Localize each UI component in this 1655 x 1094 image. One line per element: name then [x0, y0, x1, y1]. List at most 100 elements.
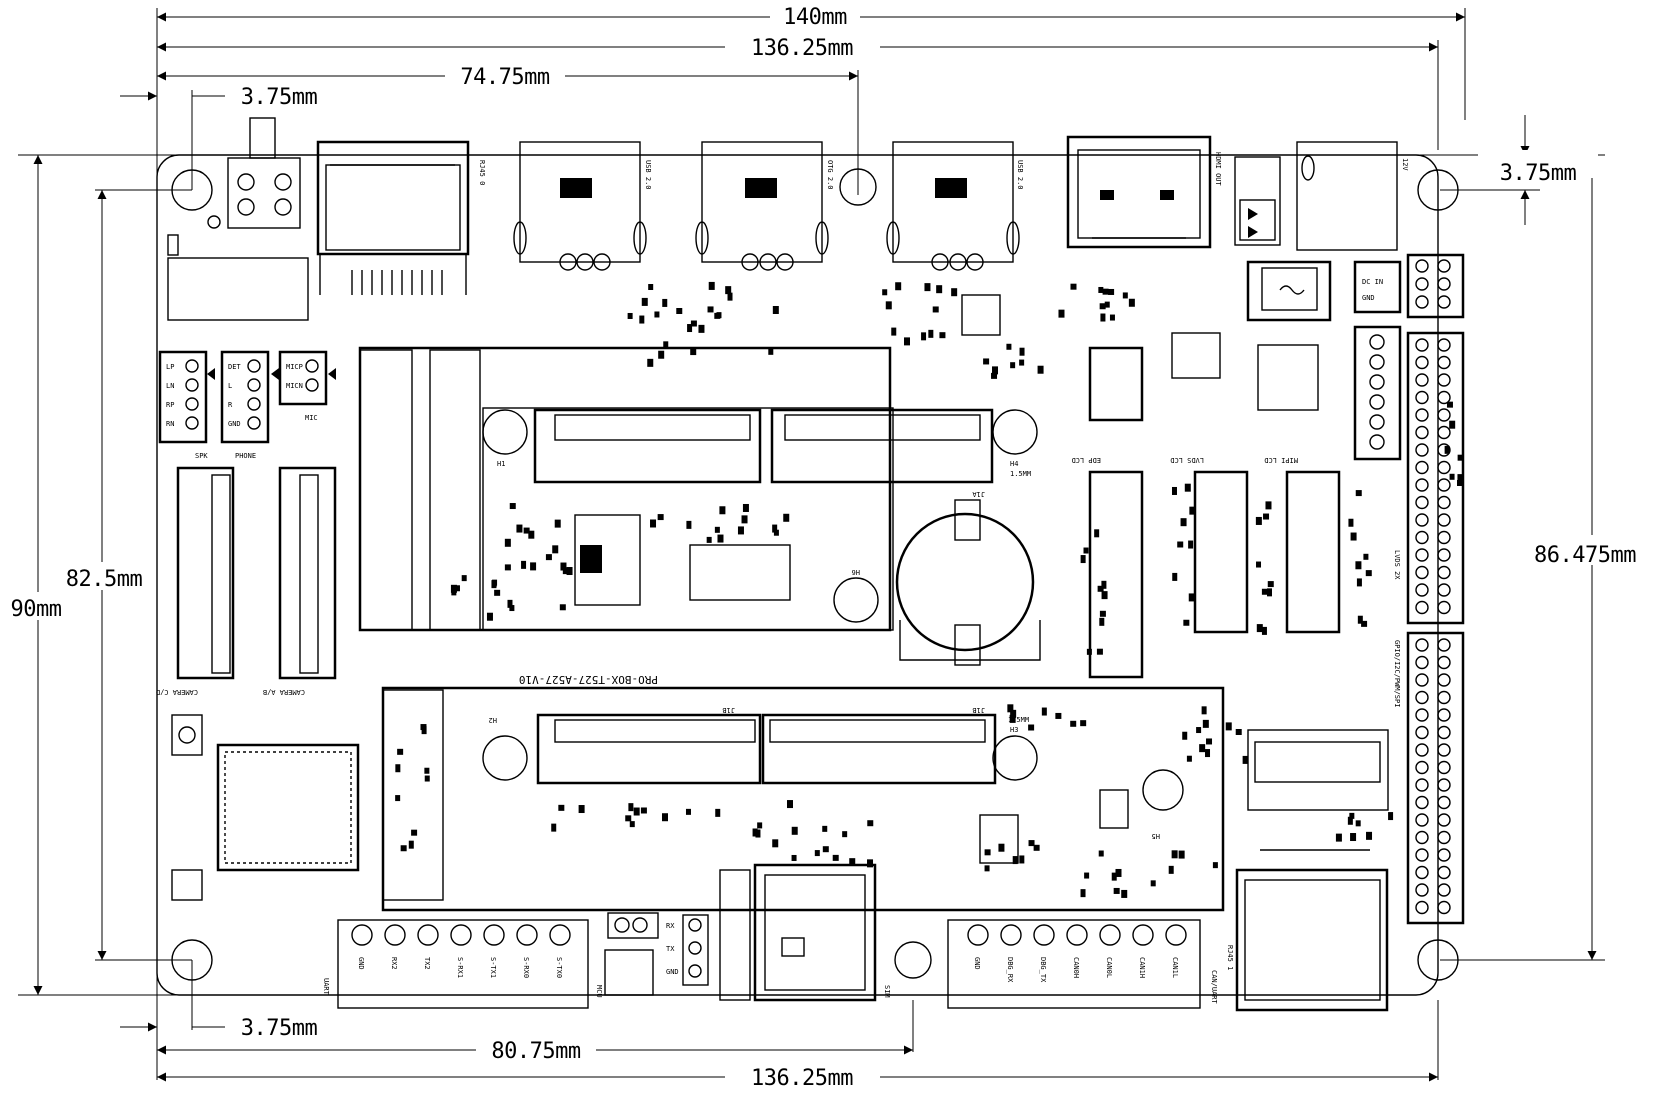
lcd-connectors: EDP LCD LVDS LCD MIPI LCD: [1071, 456, 1341, 679]
header-pin: [1369, 374, 1385, 390]
header-pin: [1415, 690, 1429, 705]
phone-pin-label: DET: [228, 363, 241, 371]
header-pin: [1415, 530, 1429, 545]
mic-pin-label: MICP: [286, 363, 303, 371]
h5-label: H5: [1152, 832, 1160, 840]
header-pin: [1437, 865, 1451, 880]
power-terminal: [1234, 156, 1281, 246]
dim-left-hole-bottom: 3.75mm: [241, 1016, 318, 1041]
rj45-0-label: RJ45 0: [478, 160, 486, 185]
header-pin: [1415, 778, 1429, 792]
gpio-label: GPIO/I2C/PWM/SPI: [1393, 640, 1401, 707]
can-pin-label: CAN1L: [1171, 957, 1179, 978]
header-pin: [1437, 355, 1451, 370]
header-pin: [1437, 725, 1451, 740]
uart-pin-label: S-TX0: [555, 957, 563, 978]
header-pin: [1437, 259, 1451, 273]
header-pin: [1369, 354, 1385, 370]
spk-pin: [185, 359, 199, 373]
canuart-label: CAN/UART: [1210, 970, 1218, 1005]
can-pin-label: DBG_RX: [1006, 957, 1014, 983]
header-pin: [1437, 655, 1451, 670]
edp-label: EDP LCD: [1071, 456, 1101, 464]
debug-pin: [688, 941, 702, 955]
spk-pin: [185, 416, 199, 430]
mic-pin-label: MICN: [286, 382, 303, 390]
header-pin: [1437, 338, 1451, 352]
can-pin: [1099, 924, 1121, 946]
dc-12v-jack: 12V: [1296, 141, 1409, 251]
usb-connector-1: USB 2.0: [513, 141, 652, 271]
mounting-holes: [171, 168, 1459, 981]
header-pin: [1415, 883, 1429, 897]
dim-hole-span-height: 82.5mm: [66, 567, 143, 592]
header-pin: [1415, 338, 1429, 352]
header-pin: [1437, 690, 1451, 705]
right-headers: LVDS 2X GPIO/I2C/PWM/SPI DC IN GND: [1353, 253, 1465, 925]
header-pin: [1415, 813, 1429, 827]
dim-overall-height: 90mm: [11, 597, 62, 622]
usb-2-label: USB 2.0: [1016, 160, 1024, 190]
header-pin: [1437, 583, 1451, 597]
spk-pin-label: RP: [166, 401, 174, 409]
header-pin: [1437, 795, 1451, 810]
header-pin: [1437, 708, 1451, 722]
header-pin: [1369, 394, 1385, 410]
dim-bottom-offset: 80.75mm: [491, 1039, 580, 1064]
h3-mm-label: 1.5MM: [1008, 716, 1029, 724]
dc-in-label: DC IN: [1362, 278, 1383, 286]
header-pin: [1415, 495, 1429, 510]
phone-pin: [247, 378, 261, 392]
header-pin: [1437, 548, 1451, 562]
dim-usb-offset: 74.75mm: [460, 65, 549, 90]
sim-slot: SIM: [719, 863, 891, 1002]
phone-pin-label: GND: [228, 420, 241, 428]
header-pin: [1415, 277, 1429, 291]
dimension-lines: 140mm 136.25mm 74.75mm 3.75mm 3.75mm 86.…: [0, 4, 1655, 1091]
second-module: H2 H3 1.5MM H5 J1B J1B: [381, 686, 1225, 912]
dc-12v-label: 12V: [1401, 158, 1409, 171]
rj45-1-connector: RJ45 1: [1226, 849, 1389, 1012]
uart-pin: [417, 924, 439, 946]
header-pin: [1415, 600, 1429, 615]
header-pin: [1437, 565, 1451, 580]
camera-ab-label: CAMERA A/B: [263, 688, 305, 696]
header-pin: [1437, 495, 1451, 510]
can-pin: [1132, 924, 1154, 946]
camera-cd-label: CAMERA C/D: [156, 688, 198, 696]
usb-1-label: USB 2.0: [644, 160, 652, 190]
header-pin: [1437, 390, 1451, 405]
uart-pin-label: TX2: [423, 957, 431, 970]
mic-pin: [305, 378, 319, 392]
header-pin: [1415, 795, 1429, 810]
debug-pin: [688, 918, 702, 932]
header-pin: [1415, 743, 1429, 757]
header-pin: [1437, 295, 1451, 309]
h4-label: H4: [1010, 460, 1018, 468]
header-pin: [1369, 414, 1385, 430]
usb-connector-2: USB 2.0: [886, 141, 1024, 271]
dim-overall-width: 140mm: [783, 5, 847, 30]
mic-label: MIC: [305, 414, 318, 422]
core-module: H1 H4 1.5MM H6 J1A: [358, 346, 1038, 632]
uart-pin: [450, 924, 472, 946]
header-pin: [1437, 373, 1451, 387]
barrel-jack: [207, 117, 301, 229]
uart-pin: [384, 924, 406, 946]
header-pin: [1437, 425, 1451, 440]
uart-pin-label: S-RX1: [456, 957, 464, 978]
header-pin: [1437, 277, 1451, 291]
wifi-module: [171, 714, 360, 901]
rj45-1-label: RJ45 1: [1226, 945, 1234, 970]
spk-pin: [185, 378, 199, 392]
can-pin: [1165, 924, 1187, 946]
header-pin: [1369, 334, 1385, 350]
smd-components: [395, 281, 1464, 898]
can-pin: [1066, 924, 1088, 946]
lvds-2x-label: LVDS 2X: [1393, 550, 1401, 580]
header-pin: [1415, 638, 1429, 652]
